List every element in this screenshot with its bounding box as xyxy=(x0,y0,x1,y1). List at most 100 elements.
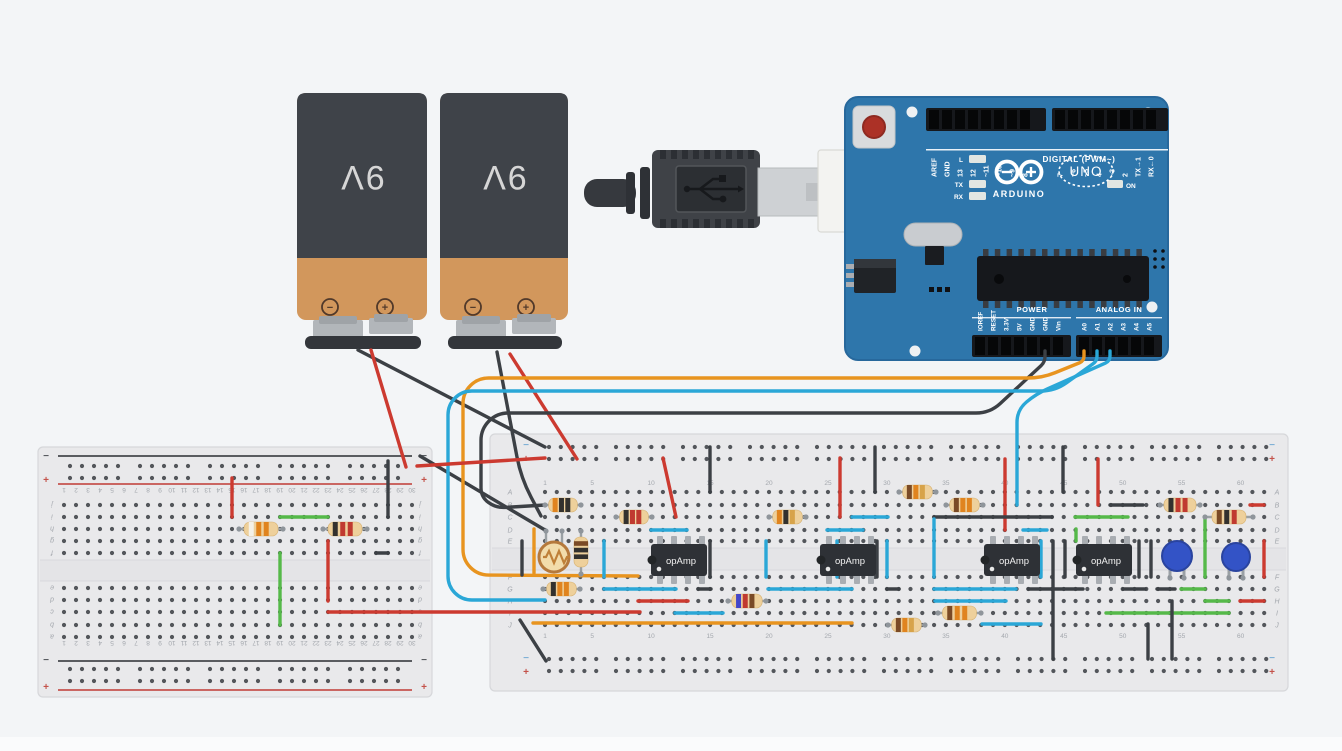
wire-red-17[interactable] xyxy=(661,456,678,519)
breadboard-small[interactable]: −+−+−+−+11223344556677889910101111121213… xyxy=(37,446,433,698)
pin1-dot-icon xyxy=(989,566,995,572)
opamp-label: opAmp xyxy=(835,556,865,567)
column-number: 4 xyxy=(98,639,102,646)
wire-cyan-8[interactable] xyxy=(1015,349,1112,507)
column-number: 6 xyxy=(122,639,126,646)
digital-pin-label: GND xyxy=(945,161,952,177)
rail-plus-label: + xyxy=(1269,454,1275,465)
wire-cyan-7[interactable] xyxy=(446,349,1099,602)
ic-notch-icon xyxy=(1072,555,1082,565)
row-letter: J xyxy=(1274,623,1279,630)
column-number: 5 xyxy=(590,480,594,487)
battery-1[interactable]: 9V−+ xyxy=(297,93,427,349)
rail-plus-label: + xyxy=(523,667,529,678)
photoresistor[interactable] xyxy=(537,528,571,574)
column-number: 60 xyxy=(1237,633,1245,640)
bottom-strip xyxy=(0,737,1342,751)
resistor-7[interactable] xyxy=(896,484,939,500)
resistor-4[interactable] xyxy=(766,509,809,525)
resistor-0[interactable] xyxy=(236,521,286,537)
opamp-label: opAmp xyxy=(666,556,696,567)
opamp-ic-4[interactable]: opAmp xyxy=(1072,536,1133,584)
opamp-ic-3[interactable]: opAmp xyxy=(980,536,1041,584)
ic-notch-icon xyxy=(980,555,990,565)
opamp-ic-1[interactable]: opAmp xyxy=(647,536,708,584)
column-number: 7 xyxy=(134,639,138,646)
resistor-3[interactable] xyxy=(613,509,655,525)
wire-orange-6[interactable] xyxy=(461,349,1086,578)
analog-pin-label: A0 xyxy=(1081,322,1088,331)
resistor-11[interactable] xyxy=(935,605,984,621)
rail-minus-label: − xyxy=(1269,440,1275,451)
capacitor-1[interactable] xyxy=(1161,540,1193,581)
digital-pin-label: ~11 xyxy=(984,165,991,177)
column-number: 30 xyxy=(408,639,416,646)
column-number: 25 xyxy=(824,633,832,640)
row-letter: d xyxy=(49,596,54,603)
column-number: 26 xyxy=(360,486,368,493)
row-letter: F xyxy=(1275,575,1280,582)
column-number: 15 xyxy=(706,633,714,640)
column-number: 9 xyxy=(158,639,162,646)
capacitor-2[interactable] xyxy=(1221,542,1251,581)
column-number: 20 xyxy=(288,486,296,493)
column-number: 35 xyxy=(942,633,950,640)
resistor-5[interactable] xyxy=(540,581,583,597)
resistor-12[interactable] xyxy=(885,617,928,633)
reset-button-cap[interactable] xyxy=(862,115,886,139)
rail-minus-label: − xyxy=(523,653,529,664)
resistor-2[interactable] xyxy=(542,497,584,513)
battery-2[interactable]: 9V−+ xyxy=(440,93,568,349)
mounting-hole xyxy=(909,345,921,357)
resistor-1[interactable] xyxy=(320,521,370,537)
resistor-6[interactable] xyxy=(725,593,769,609)
row-letter: a xyxy=(418,633,422,640)
digital-pin-label: ~5 xyxy=(1084,169,1091,177)
row-letter: h xyxy=(50,525,54,532)
wire-black-66[interactable] xyxy=(518,618,548,663)
row-letter: E xyxy=(1275,539,1280,546)
wire-red-3[interactable] xyxy=(508,352,579,461)
resistor-13[interactable] xyxy=(573,528,589,577)
column-number: 55 xyxy=(1178,480,1186,487)
column-number: 29 xyxy=(396,639,404,646)
resistor-8[interactable] xyxy=(943,497,986,513)
column-number: 28 xyxy=(384,639,392,646)
rail-minus-label: − xyxy=(43,451,49,462)
wire-red-1[interactable] xyxy=(369,348,408,469)
column-number: 1 xyxy=(62,486,66,493)
usb-cable-stub xyxy=(584,179,636,207)
crystal-oscillator xyxy=(903,222,963,247)
column-number: 12 xyxy=(192,486,200,493)
column-number: 8 xyxy=(146,639,150,646)
icsp-pin xyxy=(1161,257,1165,261)
column-number: 5 xyxy=(110,639,114,646)
row-letter: D xyxy=(1274,528,1279,535)
row-letter: b xyxy=(50,621,54,628)
rail-plus-label: + xyxy=(43,475,49,486)
column-number: 29 xyxy=(396,486,404,493)
opamp-ic-2[interactable]: opAmp xyxy=(816,536,877,584)
column-number: 7 xyxy=(134,486,138,493)
resistor-10[interactable] xyxy=(1202,509,1256,525)
wire-black-5[interactable] xyxy=(479,349,1047,510)
column-number: 27 xyxy=(372,639,380,646)
rail-plus-label: + xyxy=(421,475,427,486)
rail-minus-label: − xyxy=(421,655,427,666)
rail-plus-label: + xyxy=(1269,667,1275,678)
column-number: 30 xyxy=(408,486,416,493)
wire-black-2[interactable] xyxy=(495,350,543,518)
row-letter: B xyxy=(1275,503,1280,510)
column-number: 20 xyxy=(288,639,296,646)
wire-red-10[interactable] xyxy=(415,456,547,468)
column-number: 22 xyxy=(312,639,320,646)
row-letter: A xyxy=(1274,490,1280,497)
atmega-chip xyxy=(977,249,1149,308)
resistor-9[interactable] xyxy=(1157,497,1203,513)
digital-pin-label: 13 xyxy=(958,169,965,177)
row-letter: D xyxy=(507,528,512,535)
wire-black-0[interactable] xyxy=(356,348,547,449)
battery-minus-terminal: − xyxy=(327,302,333,314)
